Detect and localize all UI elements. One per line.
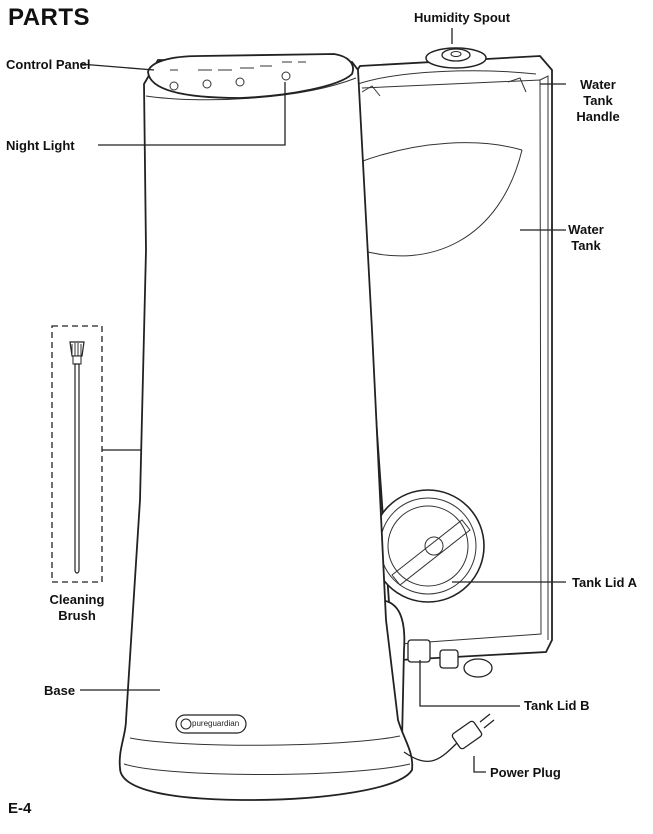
page-title: PARTS	[8, 4, 91, 31]
page-number: E-4	[8, 800, 32, 817]
label-tank-lid-b: Tank Lid B	[524, 698, 590, 713]
label-humidity-spout: Humidity Spout	[414, 10, 511, 25]
water-tank-drawing	[351, 47, 553, 678]
label-line: Brush	[58, 608, 96, 623]
label-power-plug: Power Plug	[490, 765, 561, 780]
label-line: Tank	[583, 93, 613, 108]
label-night-light: Night Light	[6, 138, 75, 153]
brand-logo-text: pureguardian	[192, 719, 240, 728]
label-control-panel: Control Panel	[6, 57, 91, 72]
label-water-tank-handle: Water Tank Handle	[570, 77, 626, 125]
label-base: Base	[44, 683, 76, 698]
label-line: Tank	[571, 238, 601, 253]
cleaning-brush-drawing	[51, 325, 103, 583]
leader-lines	[79, 28, 566, 773]
tower-body-drawing	[118, 53, 414, 801]
label-line: Handle	[576, 109, 620, 124]
label-water-tank: Water Tank	[566, 222, 606, 254]
power-plug-drawing	[403, 713, 495, 762]
label-line: Water	[568, 222, 604, 237]
label-line: Water	[580, 77, 616, 92]
label-line: Cleaning	[49, 592, 105, 607]
label-tank-lid-a: Tank Lid A	[572, 575, 637, 590]
label-cleaning-brush: Cleaning Brush	[40, 592, 114, 624]
